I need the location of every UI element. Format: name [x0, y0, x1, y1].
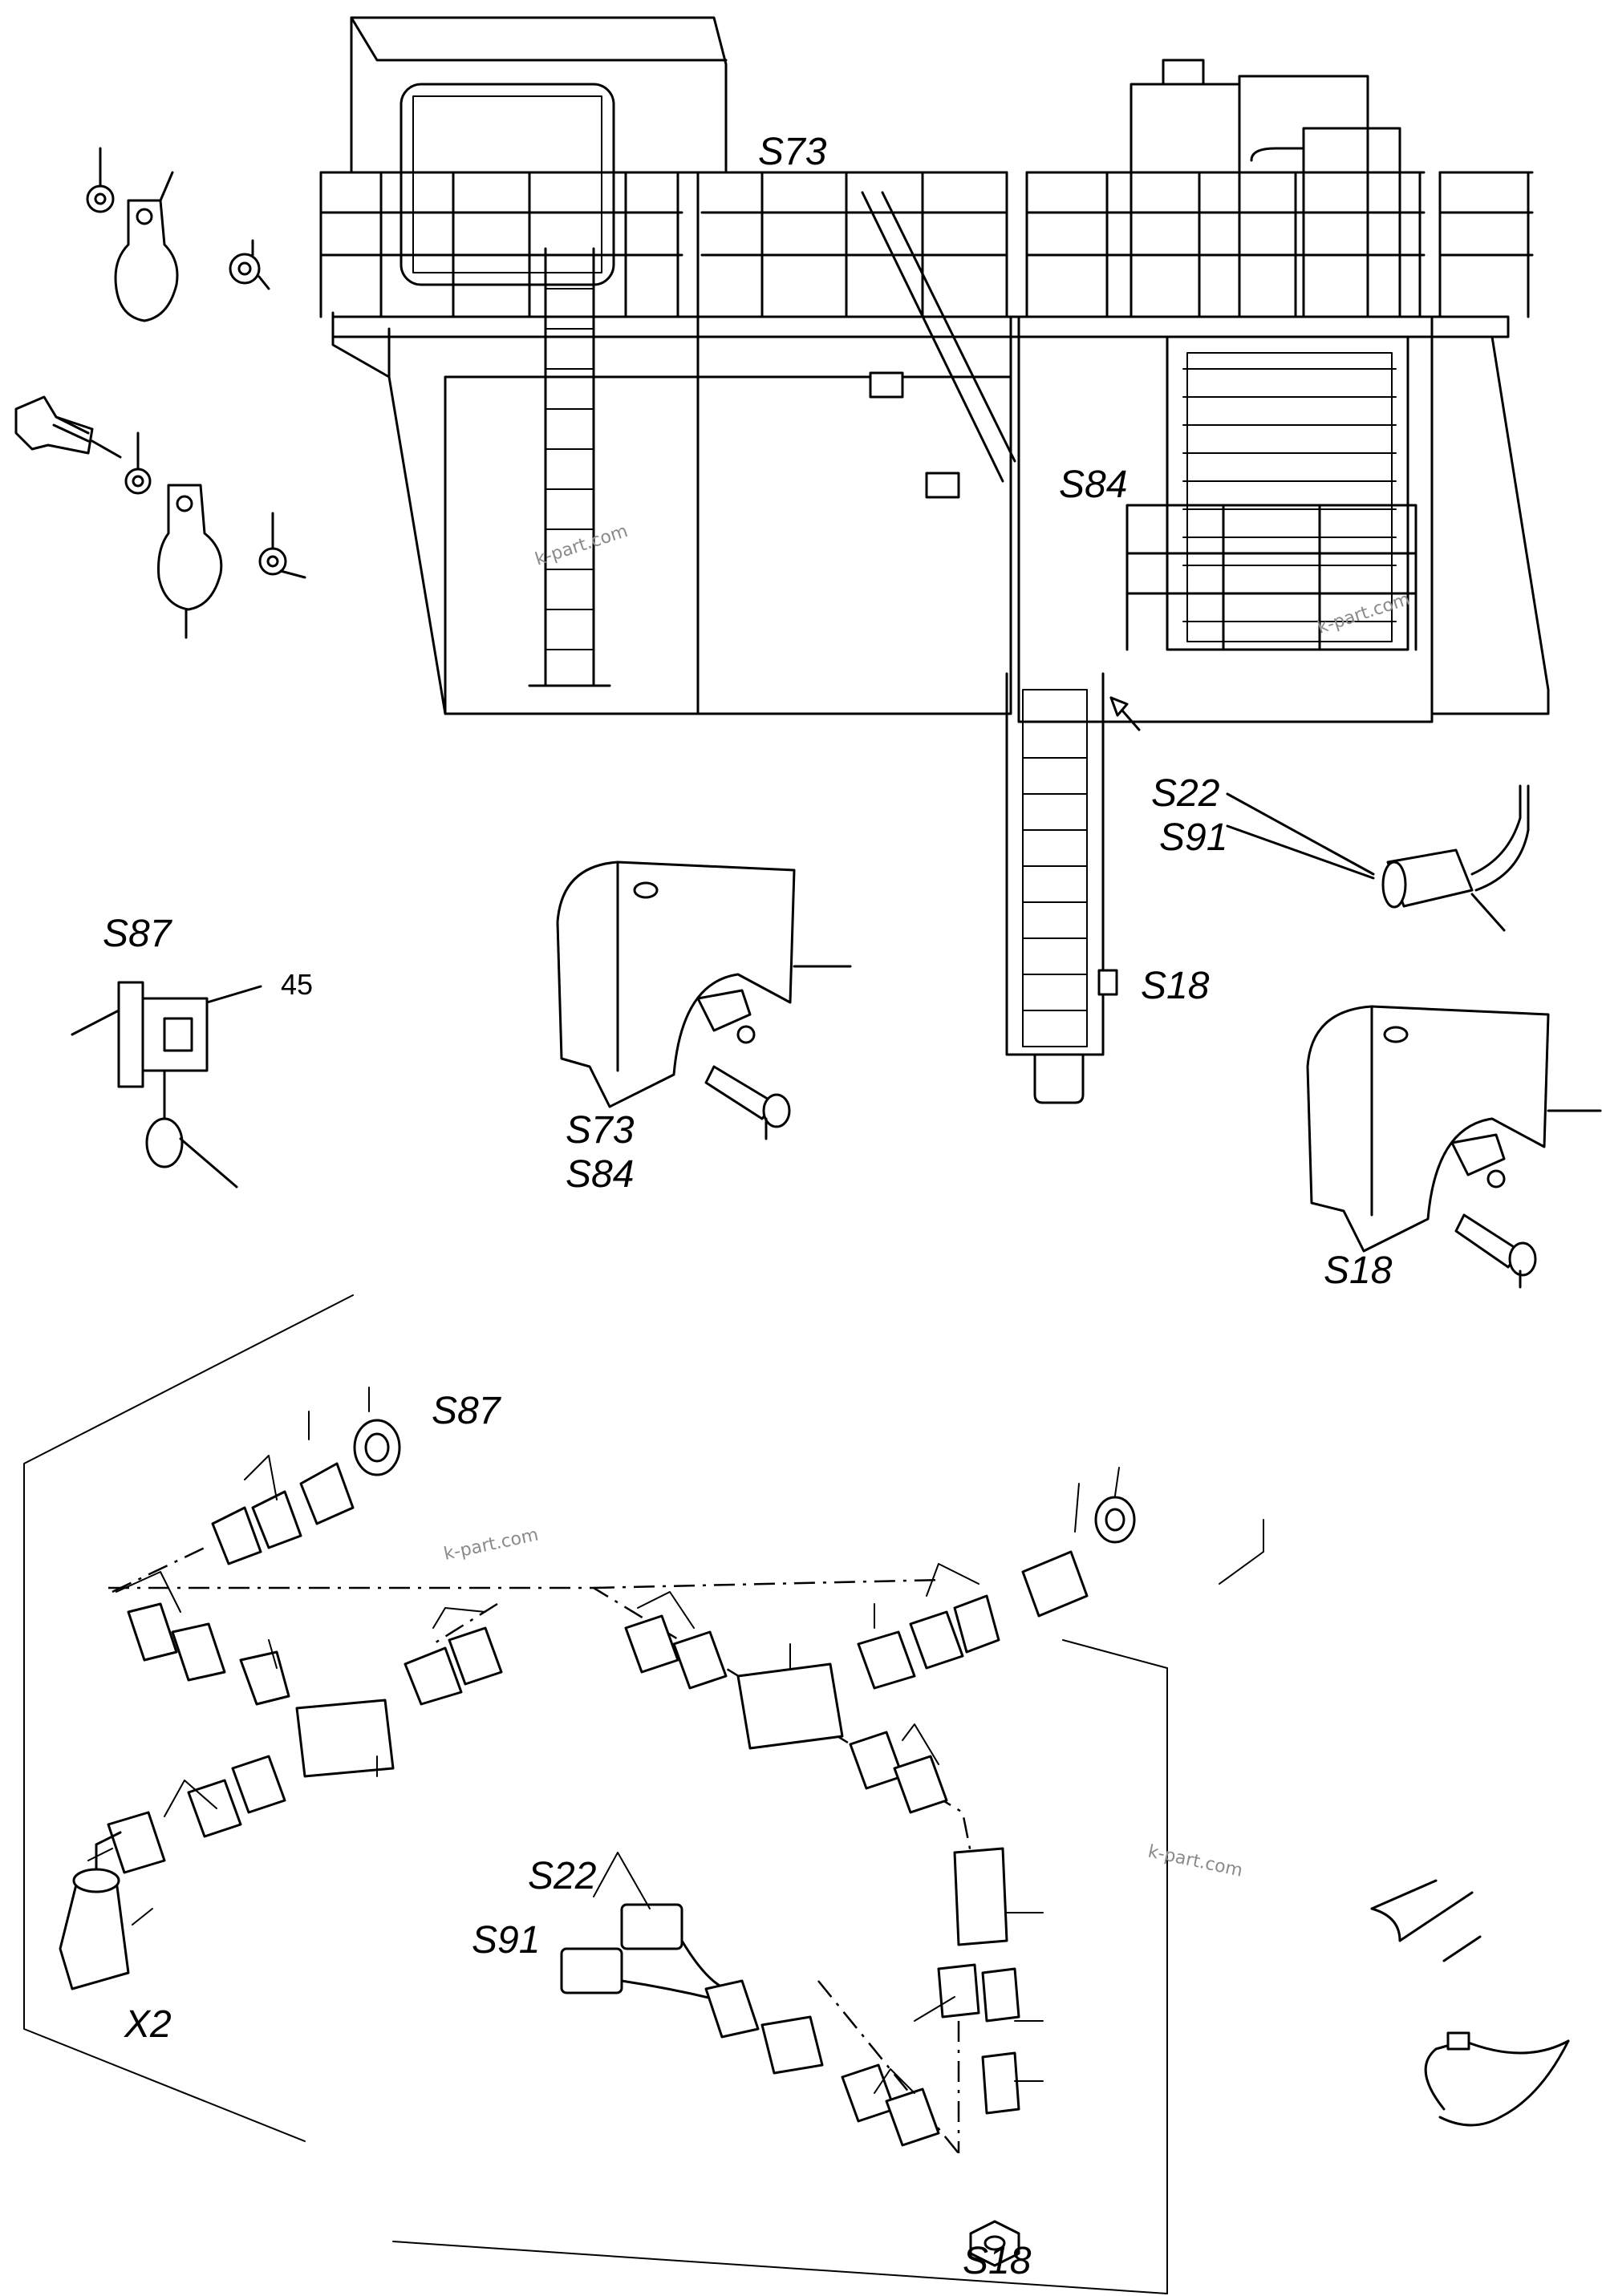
label-s84-cover: S84 — [566, 1153, 634, 1196]
hose-clamp-detail — [1370, 1879, 1570, 2127]
watermark-4: k-part.com — [1146, 1841, 1244, 1881]
label-s22-top: S22 — [1151, 772, 1219, 815]
label-s18-ladder: S18 — [1141, 965, 1210, 1007]
wiring-harness-panel — [23, 1294, 1264, 2294]
switch-cover-s73-s84 — [556, 860, 852, 1140]
watermark-2: k-part.com — [1315, 589, 1413, 638]
label-s91-top: S91 — [1159, 816, 1227, 859]
label-s84-top: S84 — [1059, 464, 1127, 506]
label-part-45: 45 — [281, 968, 313, 1001]
switch-cover-s18 — [1306, 1005, 1602, 1289]
label-s87-top: S87 — [103, 913, 173, 955]
label-s18-cover: S18 — [1324, 1249, 1393, 1292]
label-s87-harness: S87 — [432, 1390, 502, 1432]
label-s73-cover: S73 — [566, 1109, 635, 1152]
label-s22-harness: S22 — [528, 1855, 596, 1897]
pipe-clamp-set-lower — [14, 395, 306, 639]
label-s91-harness: S91 — [472, 1919, 540, 1962]
emergency-switch-s87 — [71, 981, 262, 1188]
pipe-clamp-set-upper — [86, 147, 270, 322]
label-x2-connector: X2 — [124, 2003, 172, 2046]
machine-structure — [319, 16, 1550, 1104]
label-s18-bottom: S18 — [963, 2240, 1032, 2282]
watermark-3: k-part.com — [442, 1525, 540, 1565]
label-s73-top: S73 — [758, 131, 827, 173]
proximity-sensor-s22-s91 — [1226, 784, 1530, 932]
